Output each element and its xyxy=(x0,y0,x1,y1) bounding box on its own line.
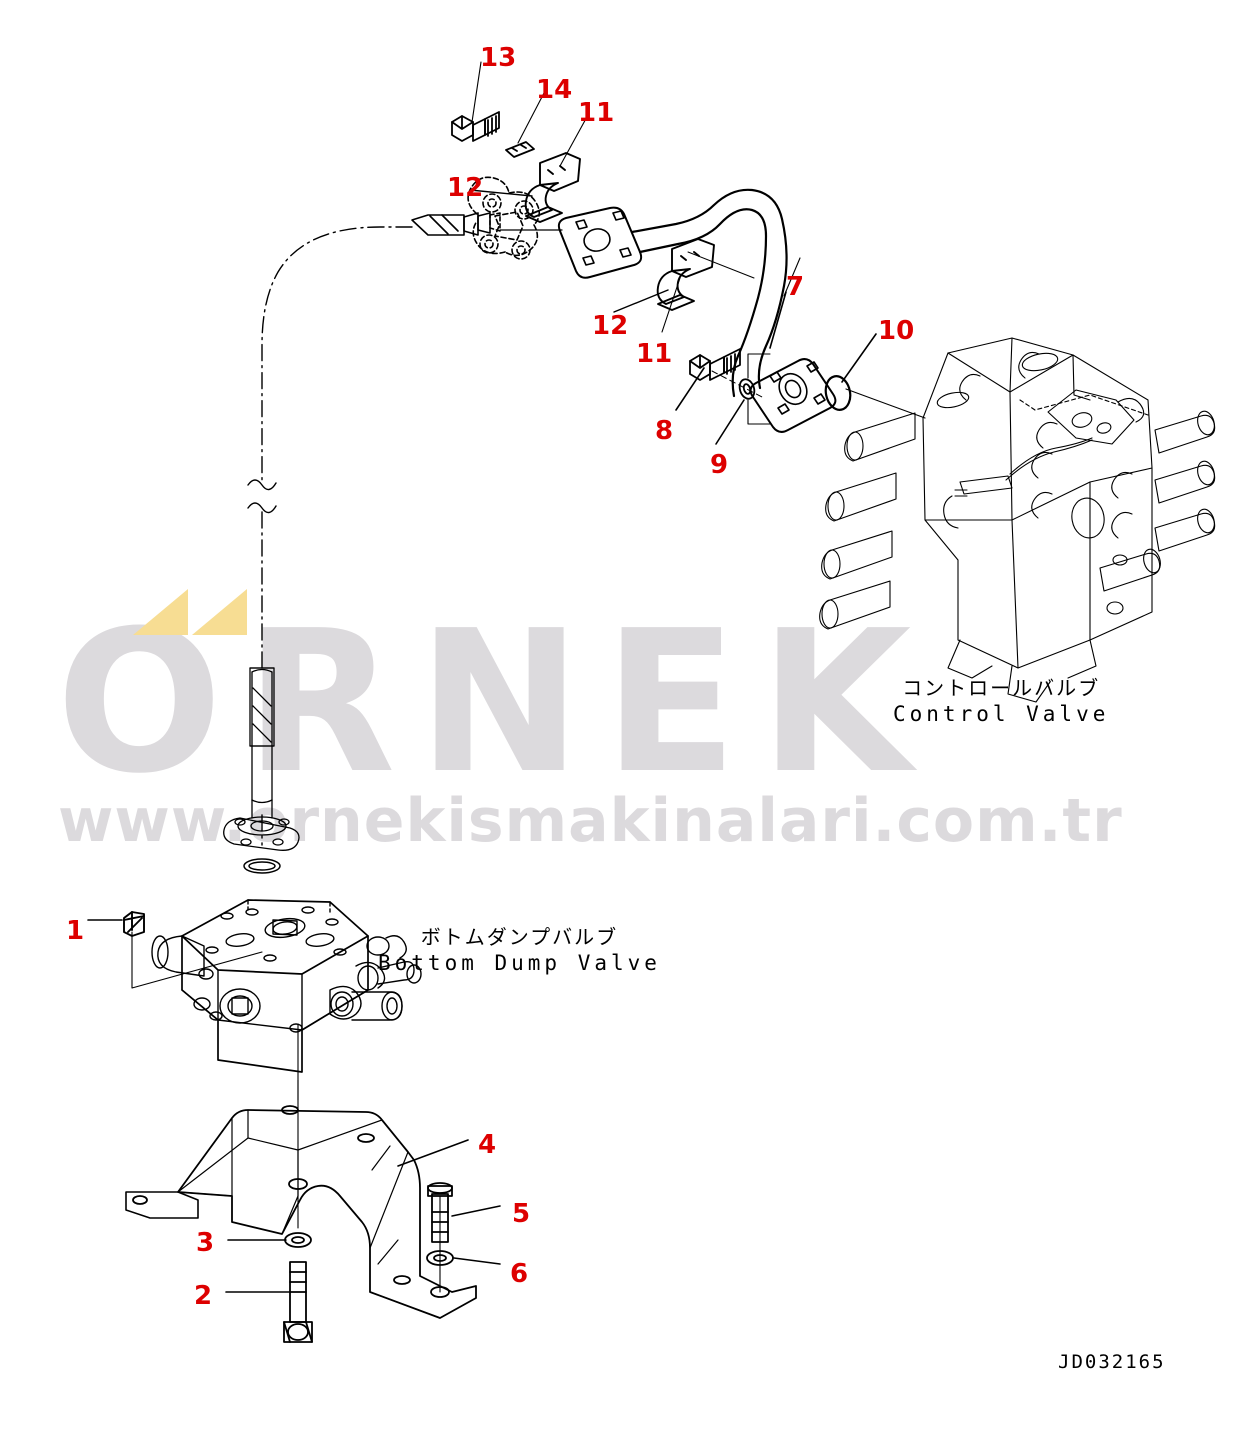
bolt-part2 xyxy=(283,1261,313,1343)
hose-lower-flange xyxy=(223,816,300,851)
hose-end-fitting xyxy=(411,212,501,236)
guard-bracket-part4 xyxy=(125,1105,477,1319)
callout-4-guard-bracket: 4 xyxy=(478,1130,497,1160)
callout-3-washer: 3 xyxy=(196,1228,215,1258)
tube-end-flange xyxy=(749,358,837,433)
bolt-part5 xyxy=(427,1182,453,1243)
callout-13-bolt: 13 xyxy=(480,43,517,73)
leader-lines xyxy=(225,291,877,1293)
caption-bottom-dump-valve: ボトムダンプバルブ Bottom Dump Valve xyxy=(378,925,661,976)
watermark-accent-right xyxy=(192,589,247,635)
caption-bottom-dump-valve-en: Bottom Dump Valve xyxy=(378,951,661,975)
callout-12-clamp-lower: 12 xyxy=(592,311,629,341)
callout-12-clamp-lower: 12 xyxy=(447,173,484,203)
caption-control-valve-en: Control Valve xyxy=(893,702,1110,726)
flange-left xyxy=(467,176,541,260)
o-ring-part10 xyxy=(824,375,852,411)
washer-part14 xyxy=(505,141,535,158)
clamp-part11-lower xyxy=(656,238,715,311)
callout-5-bolt-short: 5 xyxy=(512,1199,531,1229)
callout-7-tube: 7 xyxy=(786,272,805,302)
caption-control-valve: コントロールバルブ Control Valve xyxy=(893,676,1109,727)
callout-11-clamp-upper: 11 xyxy=(578,98,615,128)
hose-lower-section xyxy=(249,667,275,819)
flange-block-center xyxy=(557,206,643,279)
drawing-code: JD032165 xyxy=(1058,1351,1166,1373)
washer-part6 xyxy=(426,1250,454,1266)
hose-centerline xyxy=(261,226,413,846)
caption-control-valve-jp: コントロールバルブ xyxy=(902,676,1101,700)
valve-top-oring xyxy=(243,858,281,874)
bottom-dump-valve-body xyxy=(151,899,422,1073)
tube-part7 xyxy=(630,188,788,398)
callout-1-plug: 1 xyxy=(66,916,85,946)
bolt-part8 xyxy=(689,348,741,381)
caption-bottom-dump-valve-jp: ボトムダンプバルブ xyxy=(420,925,619,949)
callout-11-clamp-upper: 11 xyxy=(636,339,673,369)
callout-6-washer: 6 xyxy=(510,1259,529,1289)
callout-2-bolt-long: 2 xyxy=(194,1281,213,1311)
break-symbol xyxy=(247,479,277,514)
plug-part1 xyxy=(123,911,145,937)
callout-8-bolt: 8 xyxy=(655,416,674,446)
watermark-accent-left xyxy=(133,589,188,635)
bolt-part13 xyxy=(451,111,500,142)
clamp-part11-upper xyxy=(524,152,581,223)
callout-10-o-ring: 10 xyxy=(878,316,915,346)
callout-14-washer: 14 xyxy=(536,75,573,105)
washer-part3 xyxy=(284,1232,312,1248)
washer-part9 xyxy=(738,378,756,400)
callout-9-washer: 9 xyxy=(710,450,729,480)
control-valve-block xyxy=(819,337,1216,703)
